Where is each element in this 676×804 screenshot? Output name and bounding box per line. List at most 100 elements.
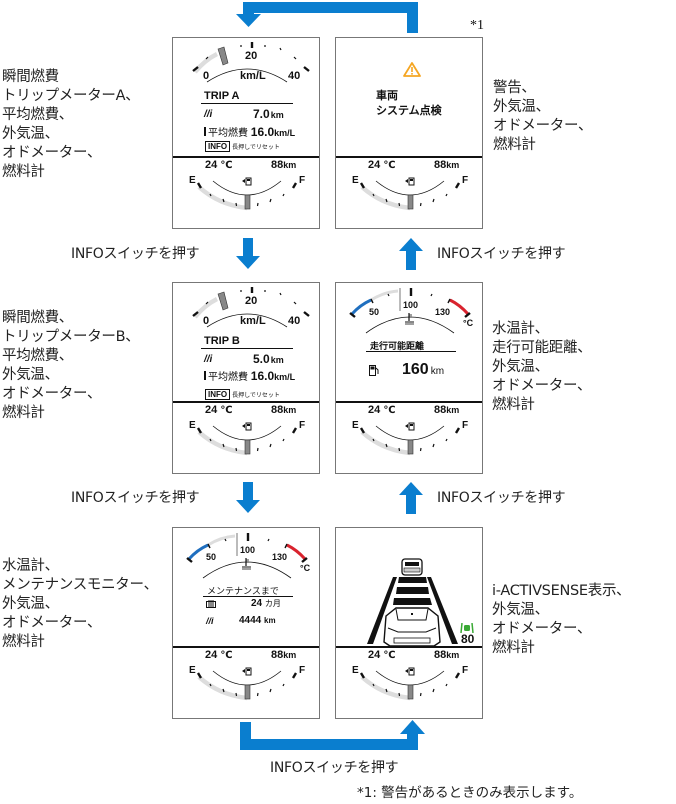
step-label: INFOスイッチを押す	[437, 490, 566, 506]
gauge-tick	[279, 292, 282, 296]
fuel-tick	[291, 672, 298, 679]
divider	[173, 401, 319, 403]
set-speed: 80	[461, 632, 475, 646]
fuel-tick	[291, 427, 298, 434]
odometer: 88km	[434, 159, 460, 171]
cold-zone-arc	[350, 298, 372, 316]
gauge-tick	[303, 311, 310, 317]
gauge-label-min: 0	[203, 70, 210, 82]
fuel-tick	[445, 683, 448, 687]
display-panel-warning: 車両 システム点検 24 ℃ 88km E F	[335, 37, 483, 229]
temp-label-low: 50	[206, 552, 217, 562]
temp-label-high: 130	[272, 552, 288, 562]
description-trip-a: 瞬間燃費 トリップメーターA、 平均燃費、 外気温、 オドメーター、 燃料計	[2, 69, 140, 180]
step-label: INFOスイッチを押す	[437, 246, 566, 262]
fuel-economy-gauge	[192, 42, 310, 83]
loop-arrow-top-right-stem	[407, 2, 418, 33]
fuel-tick	[222, 688, 225, 693]
warning-line-2: システム点検	[376, 105, 442, 117]
fuel-tick	[269, 688, 272, 693]
range-title: 走行可能距離	[370, 341, 425, 351]
gauge-tick	[447, 298, 451, 304]
fuel-tick	[282, 193, 285, 197]
description-range: 水温計、 走行可能距離、 外気温、 オドメーター、 燃料計	[492, 321, 592, 413]
gauge-fill	[207, 534, 236, 547]
divider	[201, 103, 293, 104]
divider	[336, 646, 482, 648]
gauge-tick	[293, 301, 297, 305]
arrow-up-icon	[399, 238, 423, 270]
outside-temperature: 24 ℃	[205, 404, 233, 416]
description-maintenance: 水温計、 メンテナンスモニター、 外気温、 オドメーター、 燃料計	[2, 558, 158, 650]
trip-icon: //i	[206, 616, 214, 626]
loop-arrow-bottom-right-stem	[407, 733, 418, 750]
fuel-tick	[222, 443, 225, 448]
outside-temperature: 24 ℃	[368, 159, 396, 171]
own-vehicle-icon	[383, 607, 441, 647]
arrow-up-icon	[399, 482, 423, 514]
calendar-icon	[206, 600, 216, 608]
warning-icon	[403, 62, 421, 77]
fuel-economy-gauge	[192, 287, 310, 328]
fuel-tick	[209, 438, 212, 442]
lane-keep-assist-icon	[460, 623, 474, 633]
fuel-tick	[419, 202, 422, 207]
maintenance-title: メンテナンスまで	[207, 586, 279, 596]
fuel-tick	[398, 447, 401, 452]
gauge-tick	[267, 538, 270, 542]
fuel-empty-label: E	[189, 420, 196, 431]
coolant-temp-icon	[242, 558, 251, 570]
fuel-empty-label: E	[352, 665, 359, 676]
fuel-gauge-fill	[360, 675, 411, 701]
fuel-gauge-inner-arc	[375, 425, 445, 441]
fuel-tick	[454, 427, 461, 434]
display-panel-iactivsense: 80 24 ℃ 88km E F	[335, 527, 483, 719]
fuel-tick	[372, 438, 375, 442]
arrow-down-icon	[236, 238, 260, 269]
fuel-gauge: E F	[352, 665, 468, 701]
lead-vehicle-icon	[401, 558, 423, 576]
fuel-tick	[196, 427, 203, 434]
cold-zone-arc	[187, 543, 209, 561]
fuel-full-label: F	[299, 665, 305, 676]
fuel-tick	[419, 447, 422, 452]
gauge-tick	[349, 312, 356, 318]
fuel-needle	[407, 194, 414, 210]
arrow-down-icon	[236, 14, 261, 27]
fuel-gauge-inner-arc	[212, 425, 282, 441]
display-panel-trip-b: 0 20 40 km/L TRIP B //i 5.0km 平均燃費 16.0k…	[172, 282, 320, 474]
footnote-marker: *1	[470, 18, 484, 33]
trip-title: TRIP B	[204, 335, 240, 347]
step-label: INFOスイッチを押す	[71, 246, 200, 262]
divider	[173, 646, 319, 648]
loop-arrow-bottom-horizontal	[240, 739, 418, 750]
info-hint: INFO 長押しでリセット	[205, 141, 280, 152]
fuel-tick	[445, 193, 448, 197]
odometer: 88km	[271, 159, 297, 171]
display-panel-maintenance: 50 100 130 °C メンテナンスまで 24 カ月 //i 4444 km…	[172, 527, 320, 719]
fuel-needle	[244, 194, 251, 210]
fuel-needle	[407, 439, 414, 455]
fuel-tick	[432, 688, 435, 693]
display-panel-trip-a: 0 20 40 km/L TRIP A //i 7.0km 平均燃費 16.0k…	[172, 37, 320, 229]
temp-unit: °C	[300, 563, 311, 573]
fuel-gauge-inner-arc	[212, 670, 282, 686]
outside-temperature: 24 ℃	[205, 649, 233, 661]
fuel-tick	[454, 672, 461, 679]
fuel-tick	[269, 198, 272, 203]
gauge-tick	[430, 293, 433, 297]
fuel-tick	[222, 198, 225, 203]
fuel-gauge-inner-arc	[212, 180, 282, 196]
fuel-tick	[372, 193, 375, 197]
gauge-fill	[370, 289, 399, 302]
gauge-tick	[186, 557, 193, 563]
temp-label-low: 50	[369, 307, 380, 317]
odometer: 88km	[434, 649, 460, 661]
fuel-tick	[385, 688, 388, 693]
fuel-full-label: F	[462, 175, 468, 186]
gauge-inner-arc	[206, 68, 288, 83]
fuel-gauge: E F	[352, 420, 468, 456]
temp-label-high: 130	[435, 307, 451, 317]
coolant-temp-icon	[405, 313, 414, 325]
